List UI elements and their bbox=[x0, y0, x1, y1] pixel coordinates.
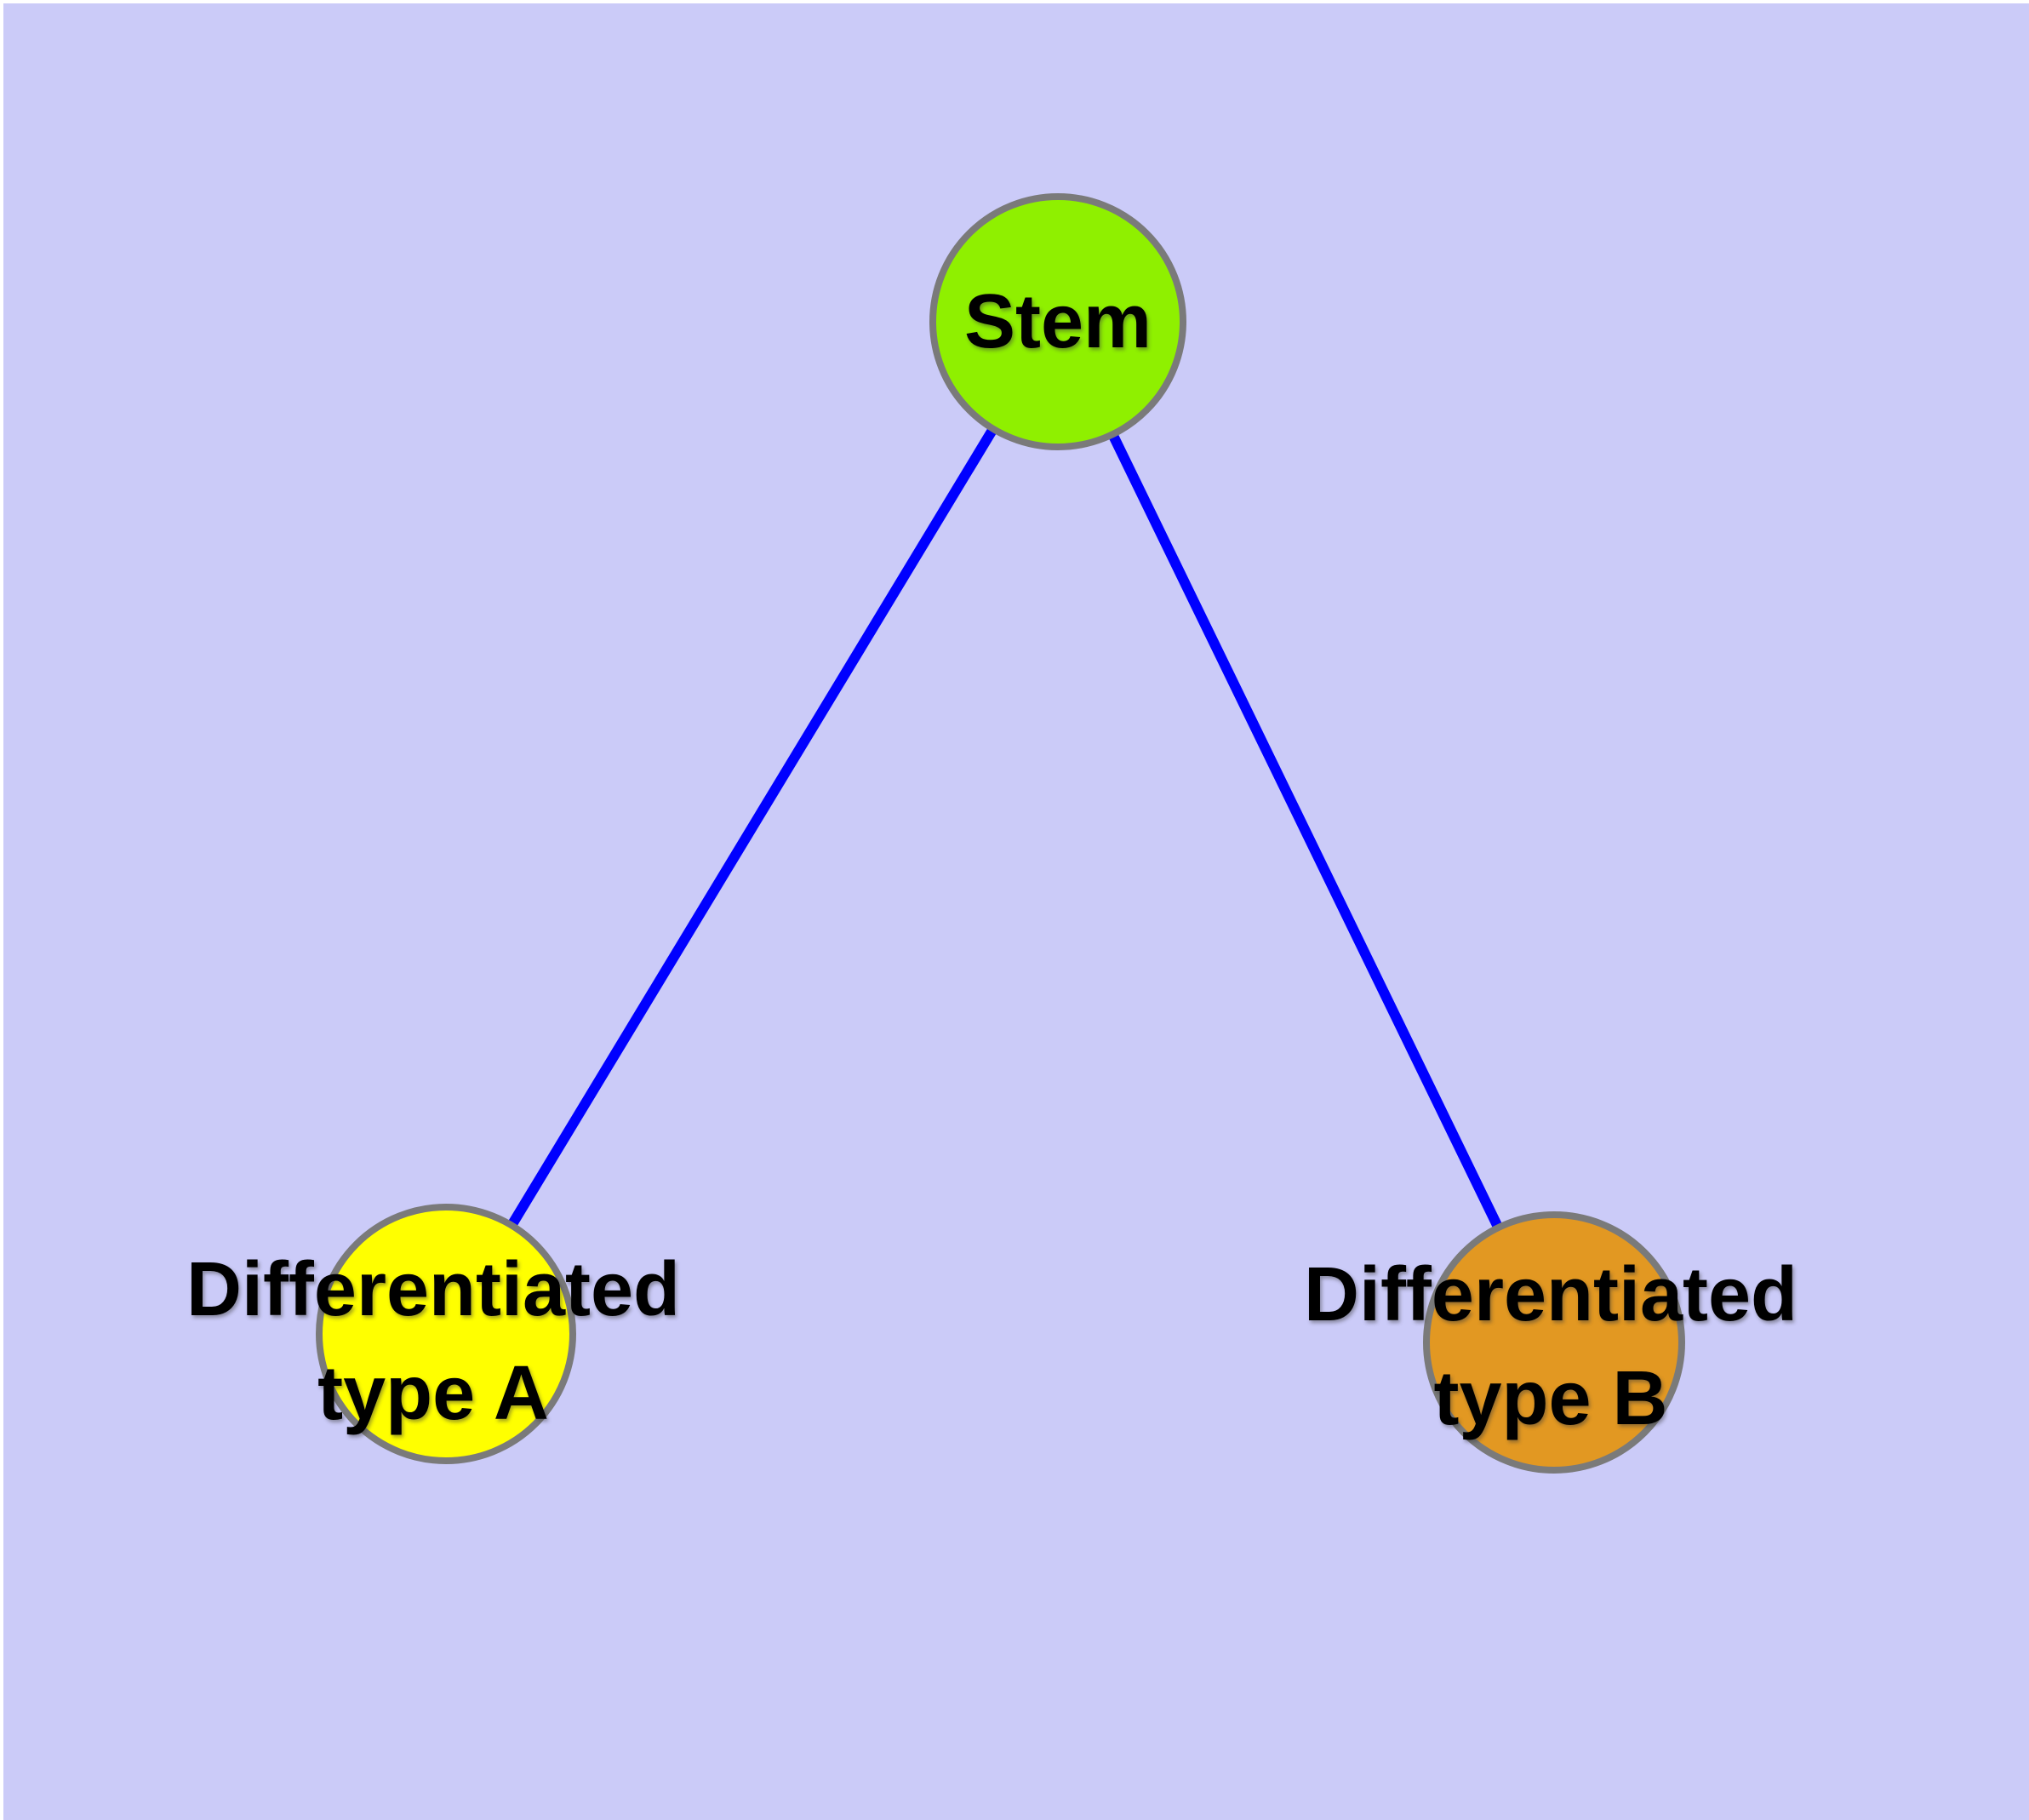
edge-layer bbox=[441, 318, 1559, 1345]
node-differentiated-type-b-circle bbox=[1423, 1211, 1685, 1474]
type-a-label-line-1: Differentiated bbox=[186, 1247, 681, 1332]
node-differentiated-type-b-label: Differentiated type B bbox=[1253, 1243, 1849, 1451]
type-b-label-line-1: Differentiated bbox=[1303, 1252, 1798, 1337]
type-b-label-line-2: type B bbox=[1433, 1356, 1668, 1441]
node-stem-label-text: Stem bbox=[963, 279, 1152, 364]
node-differentiated-type-a-label: Differentiated type A bbox=[135, 1238, 731, 1445]
edge-stem-to-type-a bbox=[441, 318, 1063, 1337]
edge-stem-to-type-b bbox=[1053, 319, 1559, 1345]
node-stem-label: Stem bbox=[803, 270, 1313, 374]
type-a-label-line-2: type A bbox=[317, 1351, 549, 1436]
diagram-canvas: Stem Differentiated type A Differentiate… bbox=[3, 3, 2029, 1820]
node-differentiated-type-a-circle bbox=[316, 1204, 576, 1464]
node-stem-circle bbox=[929, 193, 1186, 450]
